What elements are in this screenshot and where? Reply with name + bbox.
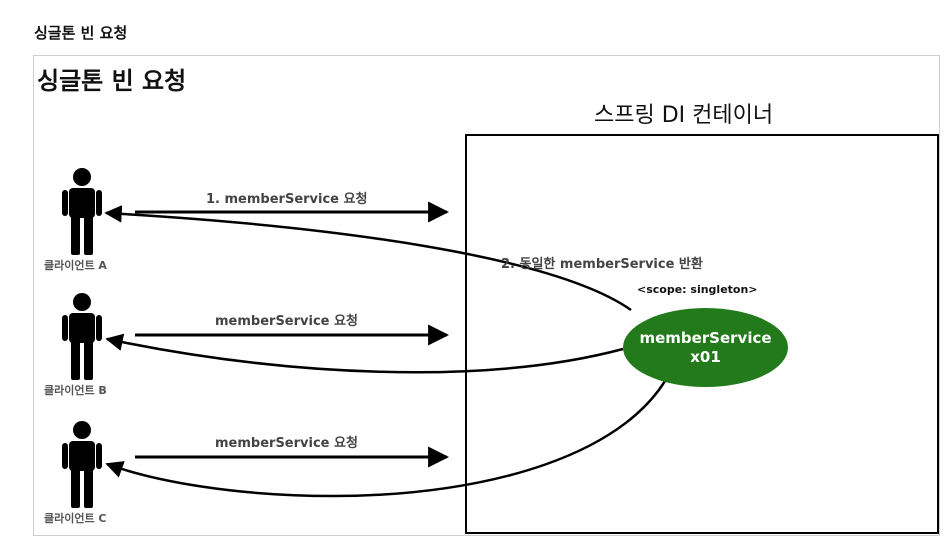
container-label: 스프링 DI 컨테이너 xyxy=(594,103,774,128)
request-label-c: memberService 요청 xyxy=(215,436,358,451)
person-icon xyxy=(62,293,102,380)
slide-title: 싱글톤 빈 요청 xyxy=(37,67,187,95)
page-heading: 싱글톤 빈 요청 xyxy=(34,24,128,42)
client-c: 클라이언트 C xyxy=(44,420,116,526)
person-icon xyxy=(62,168,102,255)
request-label-b: memberService 요청 xyxy=(215,314,358,329)
member-service-bean: memberService x01 xyxy=(623,308,788,387)
response-arrow-a xyxy=(104,205,632,312)
response-label: 2. 동일한 memberService 반환 xyxy=(501,257,703,272)
client-label: 클라이언트 C xyxy=(44,512,107,525)
arrows-layer xyxy=(104,201,676,498)
bean-id: x01 xyxy=(690,347,721,366)
response-arrow-b xyxy=(105,333,624,374)
diagram-slide: 싱글톤 빈 요청 스프링 DI 컨테이너 클라이언트 A xyxy=(33,55,940,536)
client-b: 클라이언트 B xyxy=(44,292,116,398)
bean-name: memberService xyxy=(639,328,772,347)
scope-label: <scope: singleton> xyxy=(637,283,758,296)
spring-di-container-box xyxy=(465,134,939,534)
person-icon xyxy=(62,421,102,508)
client-label: 클라이언트 A xyxy=(44,259,107,272)
client-label: 클라이언트 B xyxy=(44,384,107,397)
response-arrow-c xyxy=(105,363,676,498)
request-label-a: 1. memberService 요청 xyxy=(206,192,368,207)
client-a: 클라이언트 A xyxy=(44,167,116,273)
